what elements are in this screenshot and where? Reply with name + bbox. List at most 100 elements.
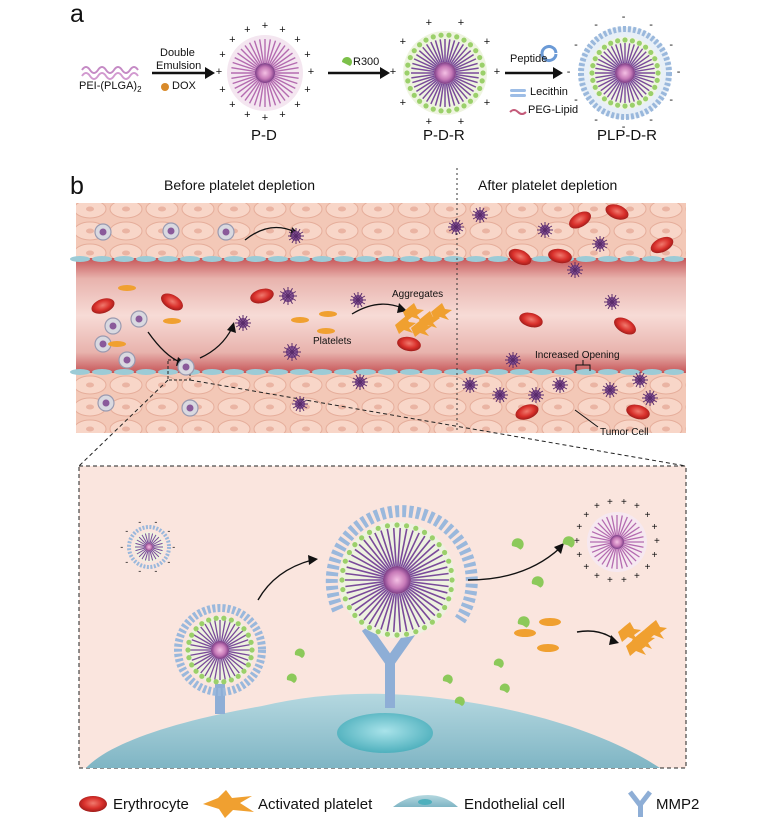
- zoom-panel: [78, 465, 687, 769]
- legend-platelet-label: Activated platelet: [258, 796, 373, 813]
- platelet-aggregate: [395, 303, 452, 337]
- charge-sign: +: [425, 16, 433, 29]
- nanoparticle: [283, 343, 301, 361]
- erythrocyte: [250, 288, 274, 304]
- coated-nanoparticle: [177, 358, 195, 376]
- charge-sign: -: [154, 566, 158, 577]
- r300-molecule: [442, 674, 453, 684]
- polymer-label: PEI-(PLGA)2: [79, 80, 142, 95]
- step3-peptide: Peptide: [510, 53, 548, 65]
- erythrocyte: [508, 248, 532, 266]
- charge-sign: +: [651, 549, 658, 561]
- charge-sign: +: [244, 23, 251, 36]
- released-p-d: [587, 512, 647, 572]
- coated-nanoparticle: [94, 223, 112, 241]
- charge-sign: +: [651, 522, 658, 534]
- step3-peg-lipid: PEG-Lipid: [528, 104, 579, 116]
- nanoparticle: [592, 236, 608, 252]
- charge-sign: -: [120, 541, 124, 552]
- charge-sign: +: [493, 66, 501, 79]
- charge-sign: +: [574, 536, 580, 547]
- nanoparticle: [528, 387, 544, 403]
- charge-sign: -: [125, 556, 129, 567]
- step2-r300: R300: [353, 56, 380, 68]
- charge-sign: +: [594, 501, 600, 513]
- charge-sign: +: [644, 561, 651, 573]
- r300-molecule: [286, 673, 297, 683]
- nanoparticle: [604, 294, 620, 310]
- mmp2-receptor-right: [361, 625, 419, 708]
- charge-sign: -: [594, 18, 598, 31]
- charge-sign: +: [229, 98, 236, 111]
- left-title: Before platelet depletion: [164, 177, 315, 193]
- r300-molecule: [511, 538, 524, 550]
- charge-sign: -: [594, 114, 598, 127]
- platelet: [163, 318, 181, 324]
- charge-sign: +: [304, 84, 311, 96]
- charge-sign: -: [138, 566, 142, 577]
- r300-molecule: [499, 683, 510, 693]
- charge-sign: +: [215, 66, 223, 79]
- charge-sign: +: [279, 108, 286, 121]
- platelet: [291, 317, 309, 323]
- nanoparticle: [350, 292, 366, 308]
- charge-sign: +: [576, 549, 583, 561]
- charge-sign: +: [634, 501, 640, 513]
- charge-sign: +: [219, 48, 226, 61]
- platelet: [118, 285, 136, 291]
- nanoparticle: [462, 377, 478, 393]
- charge-sign: +: [229, 33, 236, 46]
- platelet: [537, 644, 559, 652]
- legend-mmp2-label: MMP2: [656, 796, 700, 813]
- panel-b-letter: b: [70, 172, 84, 200]
- charge-sign: +: [594, 570, 600, 582]
- charge-sign: -: [574, 38, 578, 51]
- charge-sign: +: [620, 575, 627, 587]
- charge-sign: -: [649, 114, 653, 127]
- nanoparticle: [567, 262, 583, 278]
- charge-sign: -: [621, 121, 626, 134]
- charge-sign: +: [620, 496, 627, 508]
- coated-nanoparticle: [97, 394, 115, 412]
- charge-sign: +: [399, 35, 407, 48]
- charge-sign: +: [576, 522, 583, 534]
- charge-sign: +: [457, 115, 465, 128]
- degrading-plp-d-r: [325, 505, 478, 638]
- erythrocyte: [91, 298, 115, 314]
- coated-nanoparticle: [118, 351, 136, 369]
- charge-sign: +: [654, 536, 660, 547]
- r300-molecule: [517, 616, 530, 628]
- nanoparticle: [352, 374, 368, 390]
- charge-sign: -: [167, 526, 171, 537]
- charge-sign: +: [261, 112, 269, 125]
- lecithin-icon: [510, 89, 526, 92]
- peg-lipid-icon: [509, 109, 527, 115]
- panel-a-scheme: [81, 26, 672, 120]
- charge-sign: +: [244, 108, 251, 121]
- legend-erythrocyte-icon: [79, 796, 107, 812]
- legend: [79, 790, 652, 818]
- charge-sign: +: [583, 561, 590, 573]
- erythrocyte: [626, 404, 650, 420]
- step1-line2: Emulsion: [156, 60, 202, 72]
- charge-sign: -: [566, 66, 571, 79]
- charge-sign: -: [167, 556, 171, 567]
- platelet: [317, 328, 335, 334]
- charge-sign: +: [279, 23, 286, 36]
- platelet-aggregate: [618, 620, 667, 656]
- nanoparticle: [602, 382, 618, 398]
- legend-mmp2-icon: [628, 790, 652, 817]
- r300-icon: [341, 56, 352, 66]
- nanoparticle: [279, 287, 297, 305]
- legend-endothelial-label: Endothelial cell: [464, 796, 565, 813]
- charge-sign: -: [574, 93, 578, 106]
- legend-platelet-icon: [203, 790, 254, 818]
- r300-molecule: [294, 648, 305, 658]
- platelets-label: Platelets: [313, 336, 352, 347]
- erythrocyte: [161, 293, 183, 311]
- charge-sign: +: [261, 20, 269, 33]
- coated-nanoparticle: [181, 399, 199, 417]
- peptide-icon: [540, 45, 558, 62]
- charge-sign: +: [399, 96, 407, 109]
